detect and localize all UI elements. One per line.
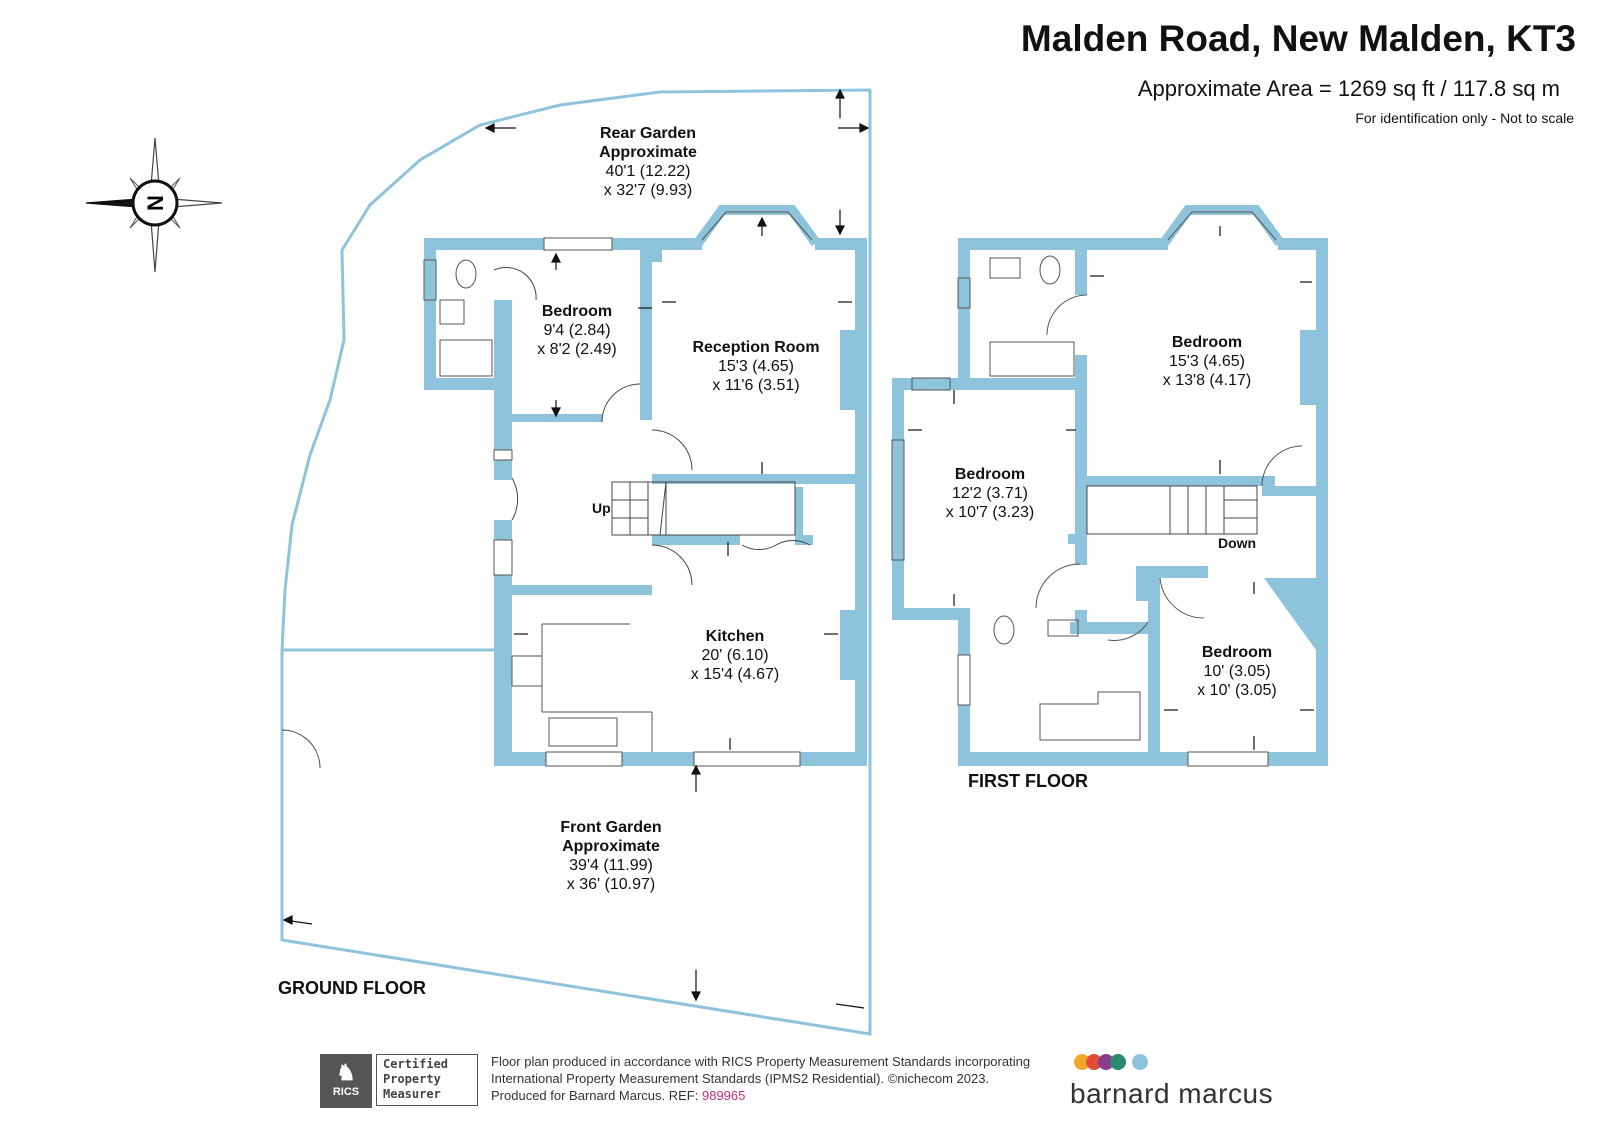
rics-cert-line2: Property [383,1072,441,1086]
rear-garden-approx: Approximate [599,144,697,161]
ground-garden-outline [280,88,872,1036]
reception-room-name: Reception Room [692,339,820,356]
first-floor-title: FIRST FLOOR [968,771,1088,791]
reception-room-dim2: x 11'6 (3.51) [712,377,800,394]
ground-floor-title: GROUND FLOOR [278,978,426,998]
first-bedroom-3-dim2: x 10' (3.05) [1197,682,1277,699]
approximate-area: Approximate Area = 1269 sq ft / 117.8 sq… [1137,76,1560,101]
rics-certified-text: Certified Property Measurer [376,1054,478,1106]
rics-cert-line3: Measurer [383,1087,441,1101]
ground-floor-walls [424,238,867,766]
ground-stairs [611,481,796,536]
rics-crest-icon: ♞ [336,1060,356,1085]
first-bedroom-3-dim1: 10' (3.05) [1203,663,1271,680]
kitchen-dim2: x 15'4 (4.67) [690,666,780,683]
first-bedroom-3-label: Bedroom 10' (3.05) x 10' (3.05) [1172,643,1302,700]
compass-n-label: N [143,195,168,211]
first-bay-window [1159,205,1285,246]
rics-certified-badge: ♞ RICS Certified Property Measurer [320,1054,480,1108]
footer-line-1: Floor plan produced in accordance with R… [491,1054,1031,1069]
front-garden-name: Front Garden [560,819,662,836]
ground-doors [281,266,811,769]
footer-ref: 989965 [701,1088,746,1103]
rics-logo-text: RICS [332,1086,360,1098]
first-bedroom-2-dim2: x 10'7 (3.23) [945,504,1035,521]
brand-name: barnard marcus [1070,1078,1274,1109]
barnard-marcus-logo: barnard marcus [1070,1052,1274,1112]
first-stairs-down-label: Down [1218,535,1257,551]
kitchen-name: Kitchen [705,628,765,645]
ground-bay-window [693,205,821,246]
disclaimer: For identification only - Not to scale [1355,110,1574,126]
front-garden-label: Front Garden Approximate 39'4 (11.99) x … [536,818,686,894]
rics-cert-line1: Certified [383,1057,449,1071]
front-garden-dim2: x 36' (10.97) [566,876,656,893]
first-bedroom-1-dim2: x 13'8 (4.17) [1162,372,1252,389]
footer-line-3: Produced for Barnard Marcus. REF: [491,1088,699,1103]
rear-garden-dim2: x 32'7 (9.93) [603,182,693,199]
rear-garden-label: Rear Garden Approximate 40'1 (12.22) x 3… [578,124,718,200]
page-title: Malden Road, New Malden, KT3 [1020,18,1576,59]
compass-icon: N [85,137,223,273]
first-windows [891,211,1277,767]
ground-bedroom-dim2: x 8'2 (2.49) [537,341,617,358]
ground-windows [423,211,813,767]
ground-fixtures [439,259,653,752]
front-garden-approx: Approximate [562,838,660,855]
first-bedroom-1-dim1: 15'3 (4.65) [1169,353,1245,370]
first-bedroom-2-dim1: 12'2 (3.71) [952,485,1028,502]
rear-garden-name: Rear Garden [599,125,697,142]
ground-stairs-up-label: Up [592,500,611,516]
rics-logo: ♞ RICS [320,1054,372,1108]
ground-bedroom-name: Bedroom [541,303,613,320]
first-bedroom-1-name: Bedroom [1171,334,1243,351]
reception-room-label: Reception Room 15'3 (4.65) x 11'6 (3.51) [676,338,836,395]
footer-notice: Floor plan produced in accordance with R… [491,1053,1030,1104]
rear-garden-dim1: 40'1 (12.22) [605,163,691,180]
first-bedroom-2-name: Bedroom [954,466,1026,483]
kitchen-label: Kitchen 20' (6.10) x 15'4 (4.67) [665,627,805,684]
first-bedroom-1-label: Bedroom 15'3 (4.65) x 13'8 (4.17) [1142,333,1272,390]
first-fixtures [989,255,1303,741]
ground-bedroom-dim1: 9'4 (2.84) [543,322,611,339]
first-bedroom-3-name: Bedroom [1201,644,1273,661]
reception-room-dim1: 15'3 (4.65) [718,358,794,375]
footer-line-2: International Property Measurement Stand… [491,1071,990,1086]
brand-dots-icon [1074,1054,1148,1070]
front-garden-dim1: 39'4 (11.99) [569,857,653,874]
first-bedroom-2-label: Bedroom 12'2 (3.71) x 10'7 (3.23) [925,465,1055,522]
first-stairs [1086,485,1258,535]
kitchen-dim1: 20' (6.10) [701,647,769,664]
ground-bedroom-label: Bedroom 9'4 (2.84) x 8'2 (2.49) [522,302,632,359]
dimension-arrows [282,88,1314,1009]
